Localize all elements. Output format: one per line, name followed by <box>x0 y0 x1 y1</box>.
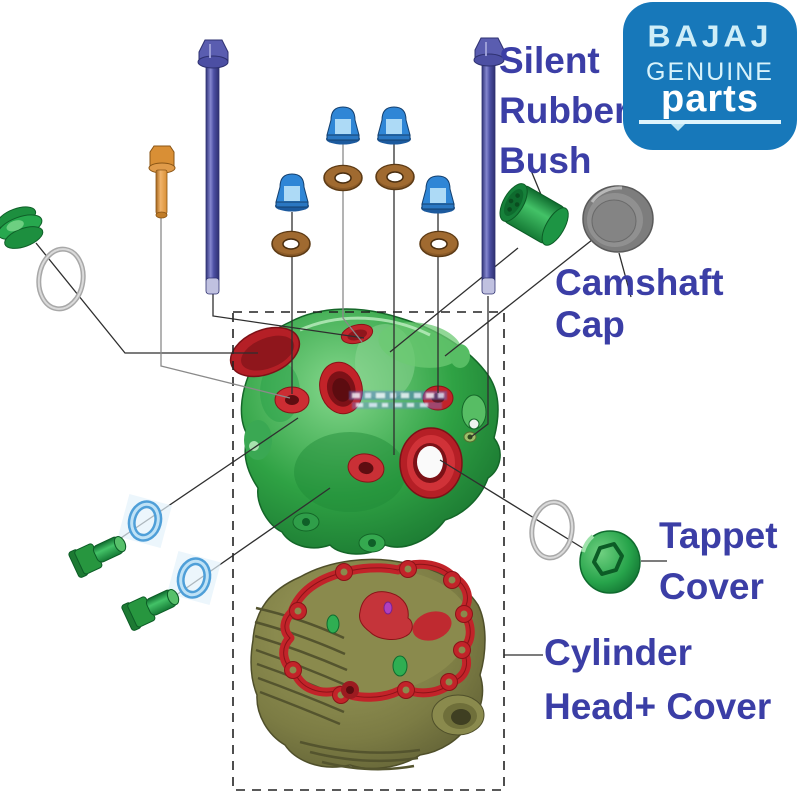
label-line: Cylinder <box>544 632 693 673</box>
copper-washer-3 <box>375 163 415 191</box>
tappet-cover-part <box>579 530 641 594</box>
cylinder-head <box>250 558 486 771</box>
label-line: Silent <box>499 40 600 81</box>
label-cylinder-head-cover: Cylinder Head+ Cover <box>544 626 771 734</box>
cap-nut-4 <box>420 175 456 214</box>
o-ring-1 <box>36 246 86 312</box>
dowel-pin <box>383 601 393 615</box>
brand-name: BAJAJ <box>647 18 773 54</box>
copper-washer-2 <box>323 164 363 192</box>
stud-bolt-2 <box>473 37 505 295</box>
badge-underline <box>639 120 781 131</box>
label-line: Tappet <box>659 515 778 556</box>
label-silent-rubber-bush: Silent Rubber Bush <box>499 36 629 186</box>
head-screw <box>326 614 408 677</box>
silent-rubber-bush <box>499 183 569 246</box>
end-cap-knob <box>0 206 44 249</box>
watermark <box>349 391 447 409</box>
stud-boss-left <box>274 386 310 414</box>
callout-box <box>232 311 505 791</box>
center-port <box>319 361 363 415</box>
flange-bolt <box>148 145 176 219</box>
cap-nut-3 <box>376 106 412 145</box>
stud-boss-center <box>347 453 385 483</box>
camshaft-cap-part <box>582 185 654 253</box>
cylinder-head-cover <box>229 308 501 555</box>
stud-bolt-1 <box>197 39 229 295</box>
top-port <box>340 323 374 345</box>
blue-seal-ring-1 <box>118 494 172 548</box>
cap-nut-2 <box>325 106 361 145</box>
exhaust-spigot <box>431 694 485 736</box>
copper-washer-1 <box>271 230 311 258</box>
label-tappet-cover: Tappet Cover <box>659 510 778 612</box>
tappet-opening <box>399 427 463 499</box>
label-line: Camshaft Cap <box>555 262 724 345</box>
label-line: Head+ Cover <box>544 686 772 727</box>
head-gasket <box>279 559 475 704</box>
intake-port <box>229 326 301 378</box>
badge-genuine-text: GENUINE <box>646 58 774 86</box>
down-arrow-icon <box>671 124 685 138</box>
bajaj-genuine-parts-badge: BAJAJ GENUINE parts <box>623 2 797 150</box>
cap-nut-1 <box>274 173 310 212</box>
label-line: Bush <box>499 140 592 181</box>
label-line: Cover <box>659 566 764 607</box>
o-ring-2 <box>529 499 575 561</box>
label-camshaft-cap: Camshaft Cap <box>555 262 800 346</box>
copper-washer-4 <box>419 230 459 258</box>
label-line: Rubber <box>499 90 629 131</box>
badge-parts-text: parts <box>661 78 759 120</box>
